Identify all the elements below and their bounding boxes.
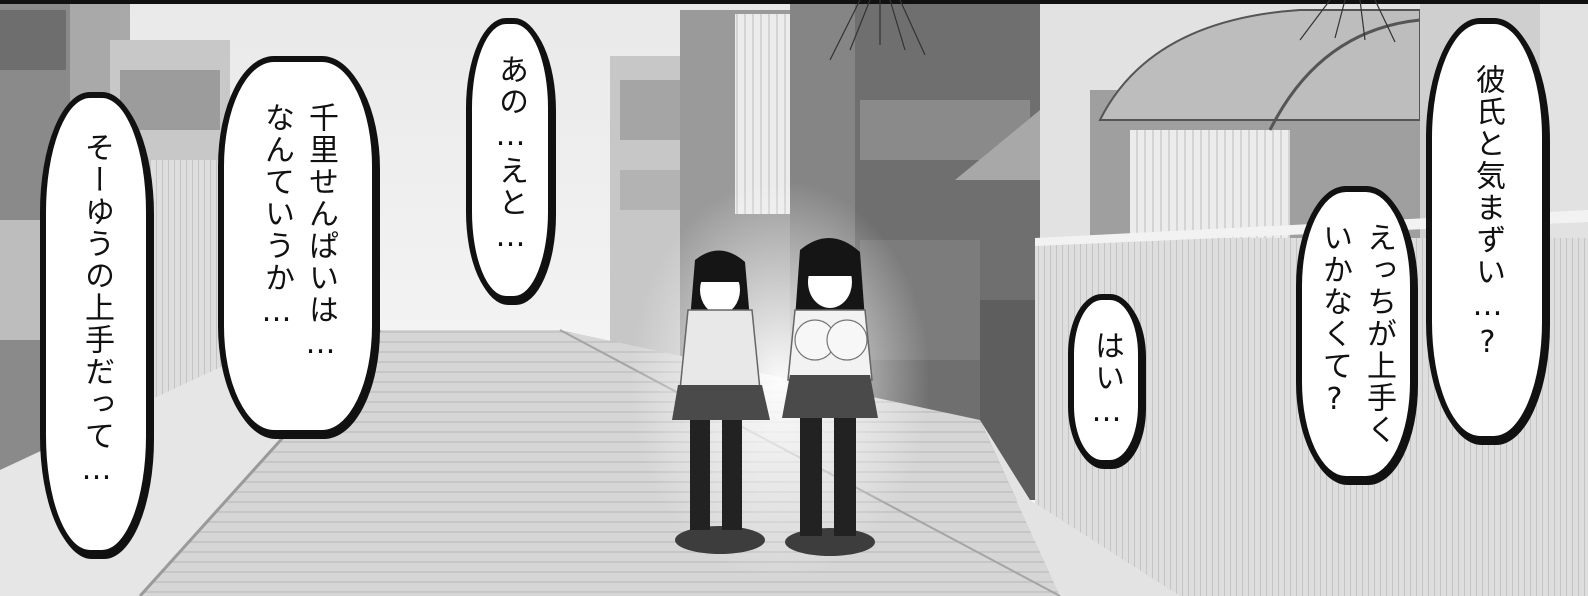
speech-bubble-right-small: はい… xyxy=(1068,294,1144,466)
bubble-text-line-2: なんていうか… xyxy=(259,102,294,331)
speech-bubble-left-3: あの…えと… xyxy=(466,18,554,302)
bubble-text: はい… xyxy=(1089,330,1124,431)
bubble-text: あの…えと… xyxy=(493,54,528,256)
bubble-text: 彼氏と気まずい…? xyxy=(1470,64,1505,362)
right-sidewalk xyxy=(980,420,1180,596)
speech-bubble-left-1: そーゆうの上手だって… xyxy=(40,92,152,556)
bubble-text-line-2: いかなくて? xyxy=(1317,222,1352,419)
bubble-text: そーゆうの上手だって… xyxy=(79,132,114,489)
panel-border-top xyxy=(0,0,1588,4)
speech-bubble-right-mid: えっちが上手く いかなくて? xyxy=(1296,186,1416,482)
speech-bubble-right-top: 彼氏と気まずい…? xyxy=(1426,18,1548,442)
bubble-text-line-1: 千里せんぱいは… xyxy=(303,102,338,363)
effect-lines xyxy=(829,0,1396,61)
speech-bubble-left-2: 千里せんぱいは… なんていうか… xyxy=(218,56,378,436)
bubble-text-line-1: えっちが上手く xyxy=(1361,222,1396,446)
glow xyxy=(630,180,930,580)
girl-left xyxy=(672,250,770,554)
girl-right xyxy=(782,237,878,556)
